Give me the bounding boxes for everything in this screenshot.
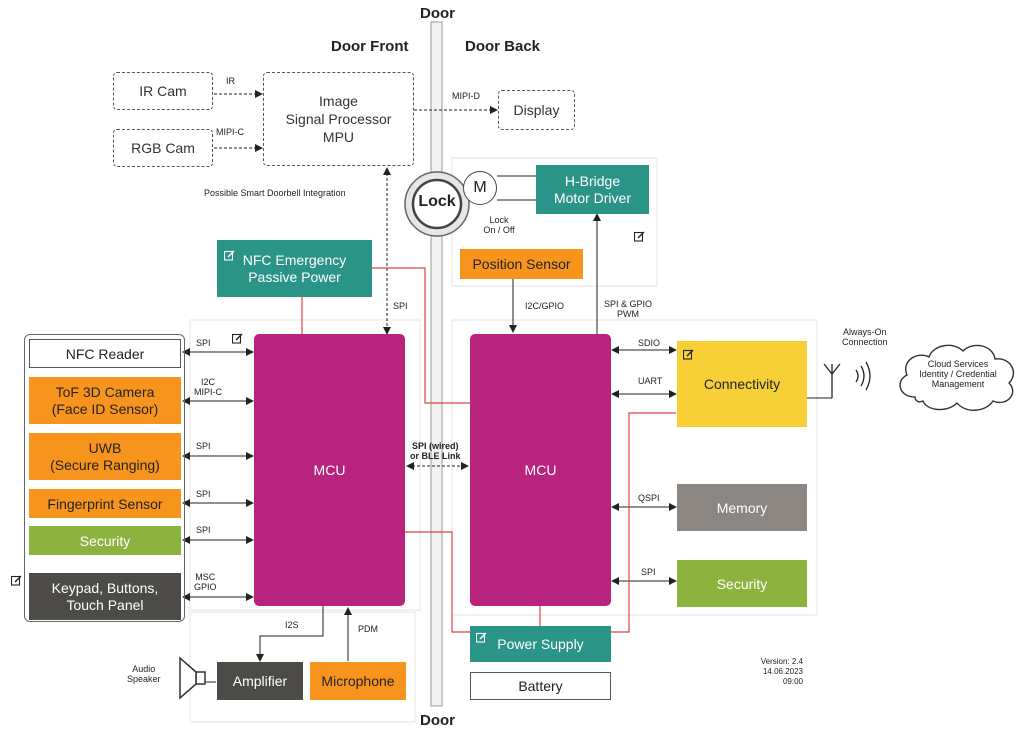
uwb-node: UWB (Secure Ranging)	[29, 433, 181, 480]
edit-icon[interactable]	[231, 331, 243, 344]
audio-speaker-label: Audio Speaker	[127, 664, 161, 684]
rgb-cam-node: RGB Cam	[113, 129, 213, 167]
nfc-reader-node: NFC Reader	[29, 339, 181, 368]
speaker-icon	[178, 654, 206, 702]
motor-icon: M	[463, 171, 497, 205]
msc-gpio-label: MSC GPIO	[194, 572, 217, 592]
edit-icon[interactable]	[682, 347, 694, 360]
i2c-mipic-label: I2C MIPI-C	[194, 377, 222, 397]
edit-icon[interactable]	[475, 630, 487, 643]
door-bottom-header: Door	[420, 712, 455, 729]
spi-gpio-pwm-label: SPI & GPIO PWM	[604, 299, 653, 319]
door-front-header: Door Front	[331, 38, 409, 55]
security-left-node: Security	[29, 526, 181, 555]
i2c-gpio-label: I2C/GPIO	[525, 301, 565, 311]
amplifier-node: Amplifier	[217, 662, 303, 700]
ir-cam-node: IR Cam	[113, 72, 213, 110]
mcu-back-node: MCU	[470, 334, 611, 606]
spi-uwb-label: SPI	[196, 441, 211, 451]
isp-node: Image Signal Processor MPU	[263, 72, 414, 166]
lock-label: Lock	[418, 193, 456, 210]
security-right-node: Security	[677, 560, 807, 607]
edit-icon[interactable]	[633, 229, 645, 242]
spi-nfc-label: SPI	[196, 338, 211, 348]
ir-label: IR	[226, 76, 235, 86]
spi-sec-right-label: SPI	[641, 567, 656, 577]
wire-power-connectivity	[611, 412, 676, 633]
cloud-icon	[893, 337, 1021, 415]
always-on-label: Always-On Connection	[842, 327, 888, 347]
version-label: Version: 2.4 14.06.2023 09:00	[760, 657, 803, 686]
fingerprint-node: Fingerprint Sensor	[29, 489, 181, 518]
spi-ble-label: SPI (wired) or BLE Link	[410, 441, 461, 461]
uart-label: UART	[638, 376, 663, 386]
cloud-label: Cloud Services Identity / Credential Man…	[919, 359, 997, 389]
keypad-node: Keypad, Buttons, Touch Panel	[29, 573, 181, 620]
mipi-d-label: MIPI-D	[452, 91, 480, 101]
microphone-node: Microphone	[310, 662, 406, 700]
pdm-label: PDM	[358, 624, 378, 634]
sdio-label: SDIO	[638, 338, 661, 348]
display-node: Display	[498, 90, 575, 130]
door-bar	[430, 21, 443, 707]
i2s-label: I2S	[285, 620, 299, 630]
wire-i2s	[256, 606, 324, 662]
battery-node: Battery	[470, 672, 611, 700]
power-supply-node: Power Supply	[470, 626, 611, 662]
antenna-icon	[818, 360, 878, 400]
nfc-emergency-node: NFC Emergency Passive Power	[217, 240, 372, 297]
mipi-c-cam-label: MIPI-C	[216, 127, 244, 137]
connectivity-node: Connectivity	[677, 341, 807, 427]
qspi-label: QSPI	[638, 493, 660, 503]
edit-icon[interactable]	[10, 573, 22, 586]
spi-sec-label: SPI	[196, 525, 211, 535]
position-sensor-node: Position Sensor	[460, 249, 583, 279]
lock-onoff-label: Lock On / Off	[483, 215, 515, 235]
wire-nfc-emergency-back	[372, 267, 470, 404]
smart-doorbell-label: Possible Smart Doorbell Integration	[204, 188, 346, 198]
hbridge-node: H-Bridge Motor Driver	[536, 165, 649, 214]
memory-node: Memory	[677, 484, 807, 531]
tof-camera-node: ToF 3D Camera (Face ID Sensor)	[29, 377, 181, 424]
edit-icon[interactable]	[223, 248, 235, 261]
wire-power-mcu-front	[405, 531, 470, 633]
door-back-header: Door Back	[465, 38, 541, 55]
spi-isp-label: SPI	[393, 301, 408, 311]
door-top-header: Door	[420, 5, 455, 22]
lock-icon	[404, 171, 470, 237]
mcu-front-node: MCU	[254, 334, 405, 606]
left-peripheral-container	[24, 334, 185, 622]
spi-fp-label: SPI	[196, 489, 211, 499]
